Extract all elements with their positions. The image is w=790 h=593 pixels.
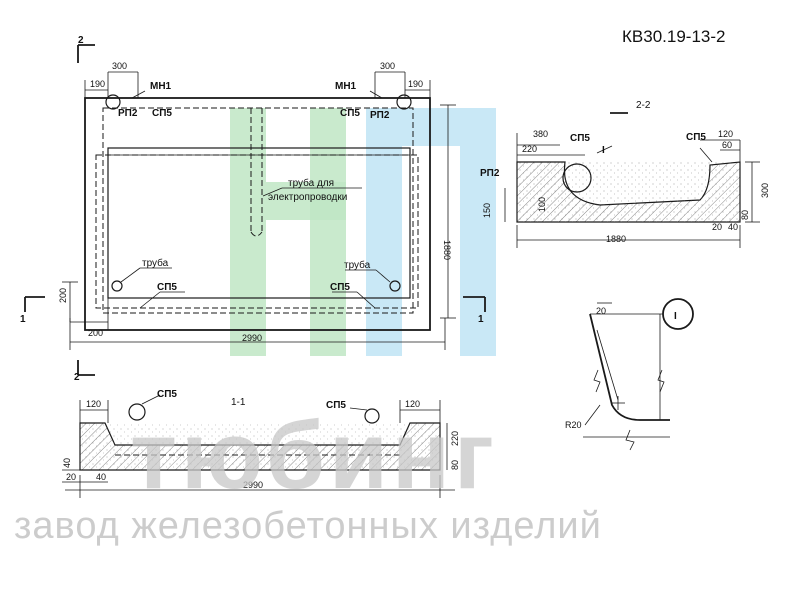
section-2-2-labels: 2-2 380 220 СП5 I СП5 120 60 РП2 150 100… xyxy=(480,100,770,244)
svg-text:40: 40 xyxy=(728,222,738,232)
section-1-1 xyxy=(62,394,455,498)
svg-text:120: 120 xyxy=(405,399,420,409)
svg-text:20: 20 xyxy=(712,222,722,232)
svg-text:60: 60 xyxy=(722,140,732,150)
plan-width-dim: 1880 xyxy=(442,240,452,260)
plan-labels: 2 2 1 1 300 190 300 190 МН1 МН1 РП2 СП5 … xyxy=(20,35,484,383)
section-2-bottom-mark: 2 xyxy=(74,372,80,383)
svg-text:40: 40 xyxy=(96,472,106,482)
section-2-top-mark: 2 xyxy=(78,35,84,46)
svg-text:150: 150 xyxy=(482,203,492,218)
pipe-label-left: труба xyxy=(142,257,169,269)
sp5-label-left: СП5 xyxy=(152,108,172,119)
watermark-logo xyxy=(230,108,496,356)
electric-pipe-label-2: электропроводки xyxy=(268,192,347,203)
section-1-right-mark: 1 xyxy=(478,314,484,325)
rp2-label-right: РП2 xyxy=(370,110,390,121)
mn1-label-left: МН1 xyxy=(150,81,172,92)
svg-text:380: 380 xyxy=(533,129,548,139)
mn1-label-right: МН1 xyxy=(335,81,357,92)
sp5-label-section22-left: СП5 xyxy=(570,133,590,144)
sp5-label-section22-right: СП5 xyxy=(686,132,706,143)
svg-text:120: 120 xyxy=(86,399,101,409)
sp5-label-section11-left: СП5 xyxy=(157,389,177,400)
electric-pipe-label: труба для xyxy=(288,177,334,189)
plan-view xyxy=(24,44,486,376)
svg-text:190: 190 xyxy=(90,79,105,89)
svg-text:200: 200 xyxy=(58,288,68,303)
drawing-code: КВ30.19-13-2 xyxy=(622,27,725,46)
sp5-label-right: СП5 xyxy=(340,108,360,119)
sp5-label-bottom-right: СП5 xyxy=(330,282,350,293)
rp2-label-section22: РП2 xyxy=(480,168,500,179)
section-1-1-title: 1-1 xyxy=(231,397,246,408)
detail-i xyxy=(583,298,694,451)
section-2-2-width-dim: 1880 xyxy=(606,234,626,244)
svg-text:120: 120 xyxy=(718,129,733,139)
svg-text:300: 300 xyxy=(112,61,127,71)
svg-text:80: 80 xyxy=(450,460,460,470)
svg-text:100: 100 xyxy=(537,197,547,212)
radius-label: R20 xyxy=(565,420,582,430)
svg-text:200: 200 xyxy=(88,328,103,338)
svg-text:220: 220 xyxy=(450,431,460,446)
svg-text:220: 220 xyxy=(522,144,537,154)
detail-i-labels: I 20 R20 xyxy=(565,306,677,430)
watermark-brand: тюбинг xyxy=(130,402,498,509)
svg-text:190: 190 xyxy=(408,79,423,89)
svg-text:20: 20 xyxy=(596,306,606,316)
watermark-tagline: завод железобетонных изделий xyxy=(14,505,602,547)
section-1-left-mark: 1 xyxy=(20,314,26,325)
svg-text:80: 80 xyxy=(740,210,750,220)
section-1-1-length-dim: 2990 xyxy=(243,480,263,490)
section-1-1-labels: 1-1 120 120 СП5 СП5 220 80 40 20 40 2990 xyxy=(62,389,460,490)
rp2-label-left: РП2 xyxy=(118,108,138,119)
sp5-label-bottom-left: СП5 xyxy=(157,282,177,293)
detail-mark-label: I xyxy=(602,145,605,156)
plan-length-dim: 2990 xyxy=(242,333,262,343)
section-2-2 xyxy=(504,112,760,248)
svg-text:40: 40 xyxy=(62,458,72,468)
svg-text:300: 300 xyxy=(380,61,395,71)
sp5-label-section11-right: СП5 xyxy=(326,400,346,411)
section-2-2-title: 2-2 xyxy=(636,100,651,111)
svg-text:300: 300 xyxy=(760,183,770,198)
pipe-label-right: труба xyxy=(344,259,371,271)
detail-i-mark: I xyxy=(674,311,677,322)
svg-text:20: 20 xyxy=(66,472,76,482)
